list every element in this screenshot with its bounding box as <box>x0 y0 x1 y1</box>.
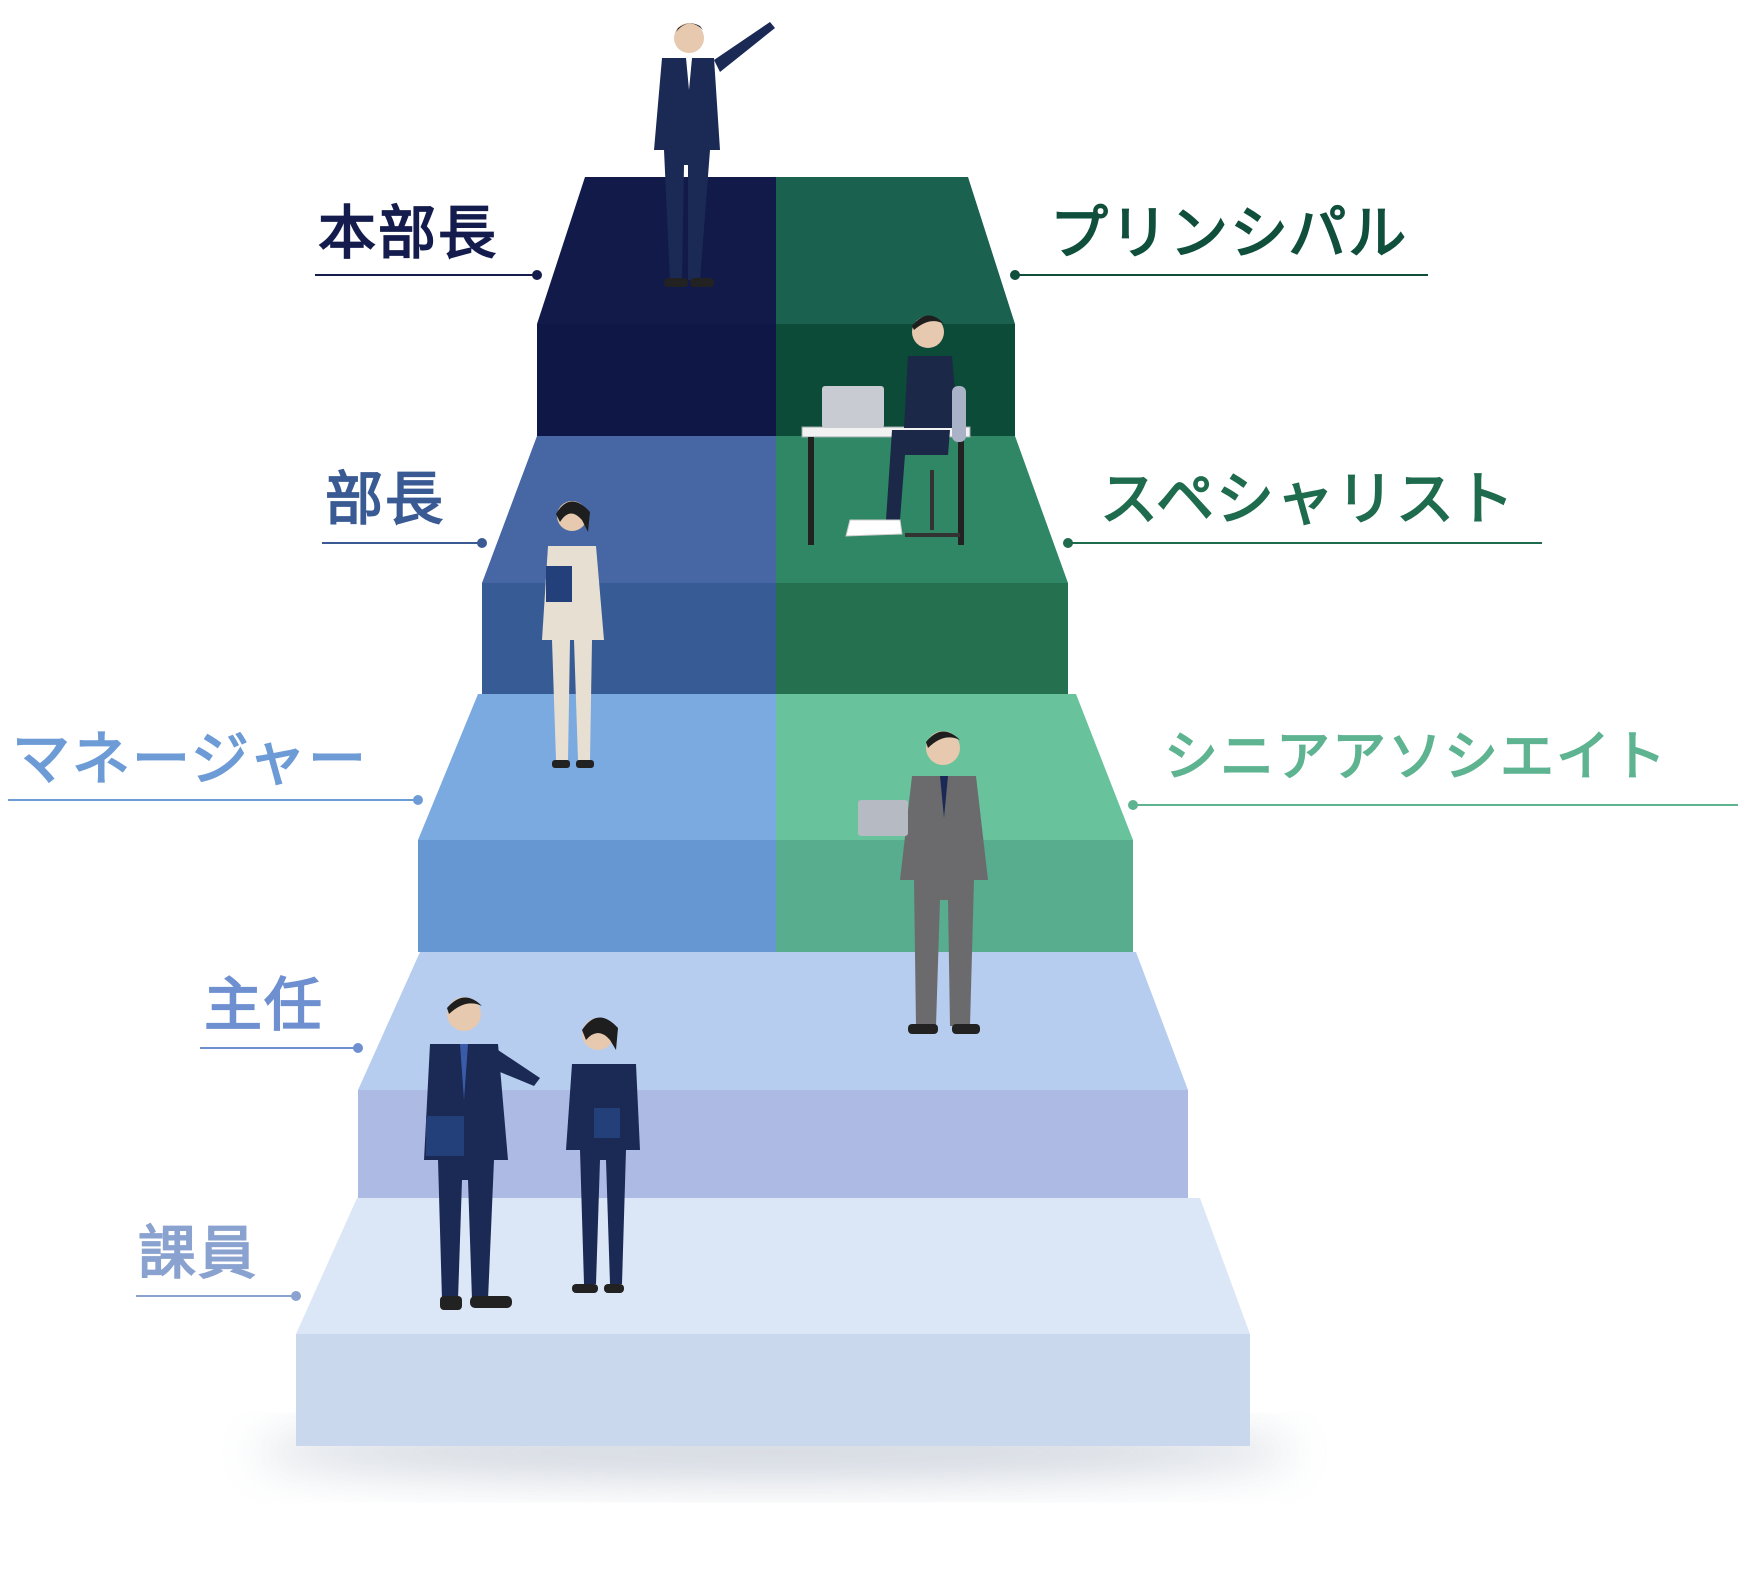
level-label-kain: 課員 <box>138 1219 259 1287</box>
woman-staff-figure <box>566 1017 640 1293</box>
desk-worker-figure <box>801 315 971 545</box>
level-label-principal: プリンシパル <box>1050 199 1409 267</box>
level-label-specialist: スペシャリスト <box>1100 465 1516 533</box>
step-manager-senior <box>418 694 1133 952</box>
step-kain <box>296 1198 1250 1446</box>
leader-lines <box>8 270 1738 1301</box>
woman-manager-figure <box>542 501 604 768</box>
level-label-honbucho: 本部長 <box>318 199 499 267</box>
level-label-shunin: 主任 <box>204 971 325 1039</box>
level-label-manager: マネージャー <box>12 725 368 793</box>
executive-figure <box>654 22 775 287</box>
level-label-bucho: 部長 <box>325 465 446 533</box>
man-staff-figure <box>424 997 540 1310</box>
man-laptop-figure <box>858 731 988 1034</box>
level-label-senior-associate: シニアアソシエイト <box>1164 725 1668 788</box>
step-honbucho-principal <box>537 177 1015 436</box>
